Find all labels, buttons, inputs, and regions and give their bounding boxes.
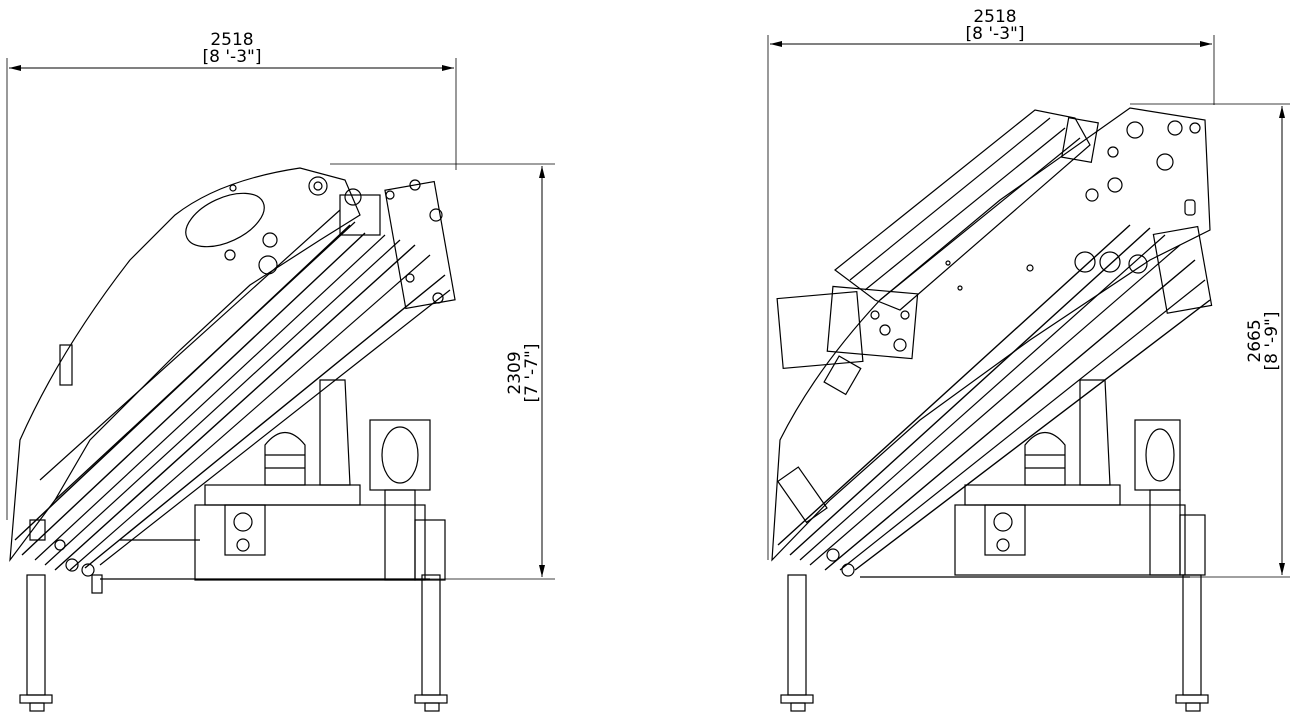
left-height-dimension: 2309 [7 '-7"] (120, 163, 555, 580)
left-height-imperial: [7 '-7"] (522, 344, 542, 403)
left-width-imperial: [8 '-3"] (203, 47, 262, 67)
left-crane-base (100, 379, 446, 581)
left-width-dimension: 2518 [8 '-3"] (6, 30, 457, 520)
left-crane-drawing: 2518 [8 '-3"] 2309 [7 '-7"] (6, 30, 555, 712)
left-outrigger-legs (19, 574, 448, 712)
right-width-value: 2518 (973, 7, 1016, 27)
right-boom-assembly (771, 107, 1213, 577)
right-outrigger-legs (780, 574, 1209, 712)
left-height-value: 2309 (505, 351, 525, 394)
left-boom-assembly (9, 167, 456, 594)
left-width-value: 2518 (210, 30, 253, 50)
right-crane-base (860, 379, 1206, 578)
right-width-dimension: 2518 [8 '-3"] (767, 7, 1215, 560)
right-crane-drawing: 2518 [8 '-3"] 2665 [8 '-9"] (767, 7, 1290, 712)
right-jib-assembly (776, 109, 1099, 396)
right-height-dimension: 2665 [8 '-9"] (880, 103, 1290, 578)
right-height-value: 2665 (1245, 319, 1265, 362)
right-height-imperial: [8 '-9"] (1262, 312, 1282, 371)
right-width-imperial: [8 '-3"] (966, 24, 1025, 44)
